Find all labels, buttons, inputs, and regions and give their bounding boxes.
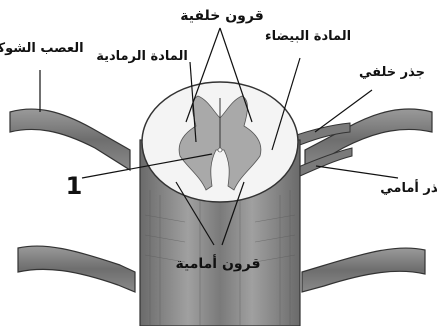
label-ventral-root: جذر أمامي <box>380 179 437 196</box>
label-white-matter: المادة البيضاء <box>265 29 351 44</box>
central-canal <box>218 148 222 152</box>
label-dorsal-root: جذر خلفي <box>359 65 425 80</box>
spinal-nerve-upper-left <box>10 109 130 170</box>
label-ventral-horns: قرون أمامية <box>176 254 261 272</box>
spinal-nerve-lower-right <box>302 248 425 292</box>
marker-number: 1 <box>66 172 83 200</box>
label-dorsal-horns: قرون خلفية <box>180 8 264 24</box>
spinal-nerve-lower-left <box>18 246 135 292</box>
label-gray-matter: المادة الرمادية <box>96 49 188 64</box>
label-spinal-nerve: العصب الشوكي <box>0 41 84 56</box>
